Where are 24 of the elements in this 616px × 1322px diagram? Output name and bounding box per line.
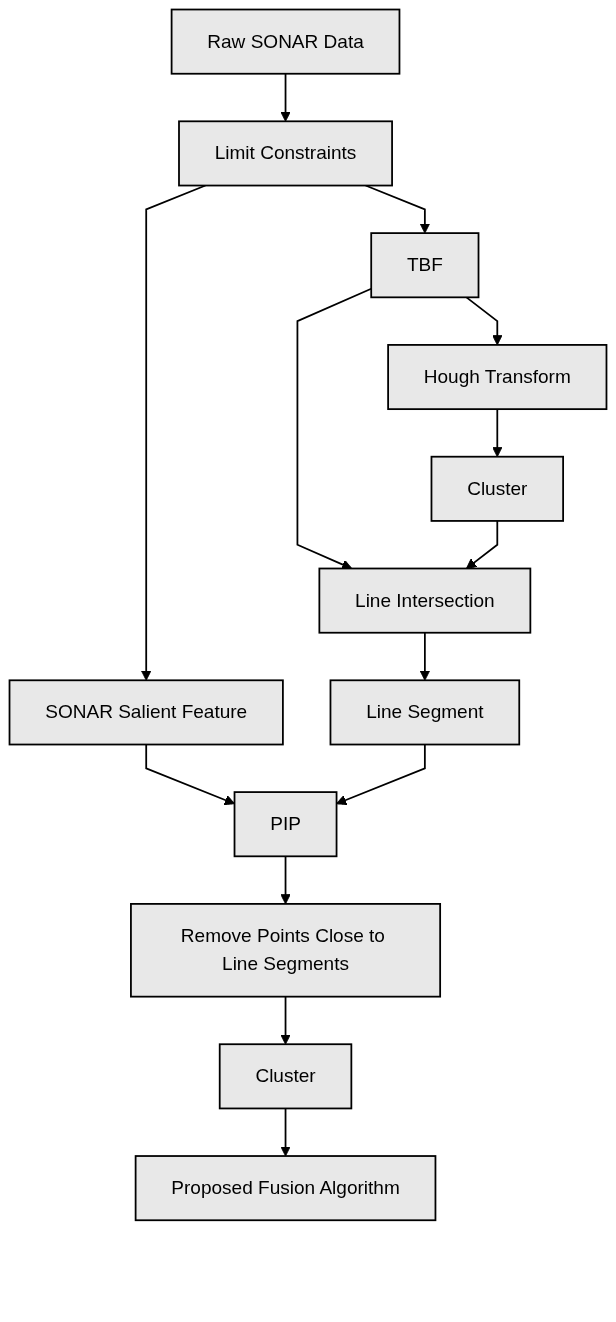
arrow xyxy=(466,520,499,569)
node-box: Hough Transform xyxy=(387,344,608,410)
node-box: Remove Points Close to Line Segments xyxy=(130,903,442,998)
node-box: PIP xyxy=(233,791,338,858)
arrow xyxy=(492,408,503,458)
arrow xyxy=(280,855,291,905)
node-box: TBF xyxy=(370,232,480,299)
arrow xyxy=(280,995,291,1045)
node-box: Cluster xyxy=(218,1043,353,1110)
arrow xyxy=(145,743,235,806)
arrow xyxy=(280,72,291,122)
arrow xyxy=(280,1107,291,1157)
node-box: Cluster xyxy=(430,455,564,522)
arrow xyxy=(336,743,426,806)
arrow xyxy=(419,631,431,681)
node-box: Line Segment xyxy=(329,679,521,746)
node-box: Proposed Fusion Algorithm xyxy=(134,1155,437,1222)
node-box: Limit Constraints xyxy=(178,120,393,187)
arrow xyxy=(364,184,431,234)
node-box: SONAR Salient Feature xyxy=(8,679,284,746)
arrow xyxy=(465,296,503,346)
arrow xyxy=(140,184,207,681)
node-box: Line Intersection xyxy=(318,567,532,634)
node-box: Raw SONAR Data xyxy=(170,8,401,75)
